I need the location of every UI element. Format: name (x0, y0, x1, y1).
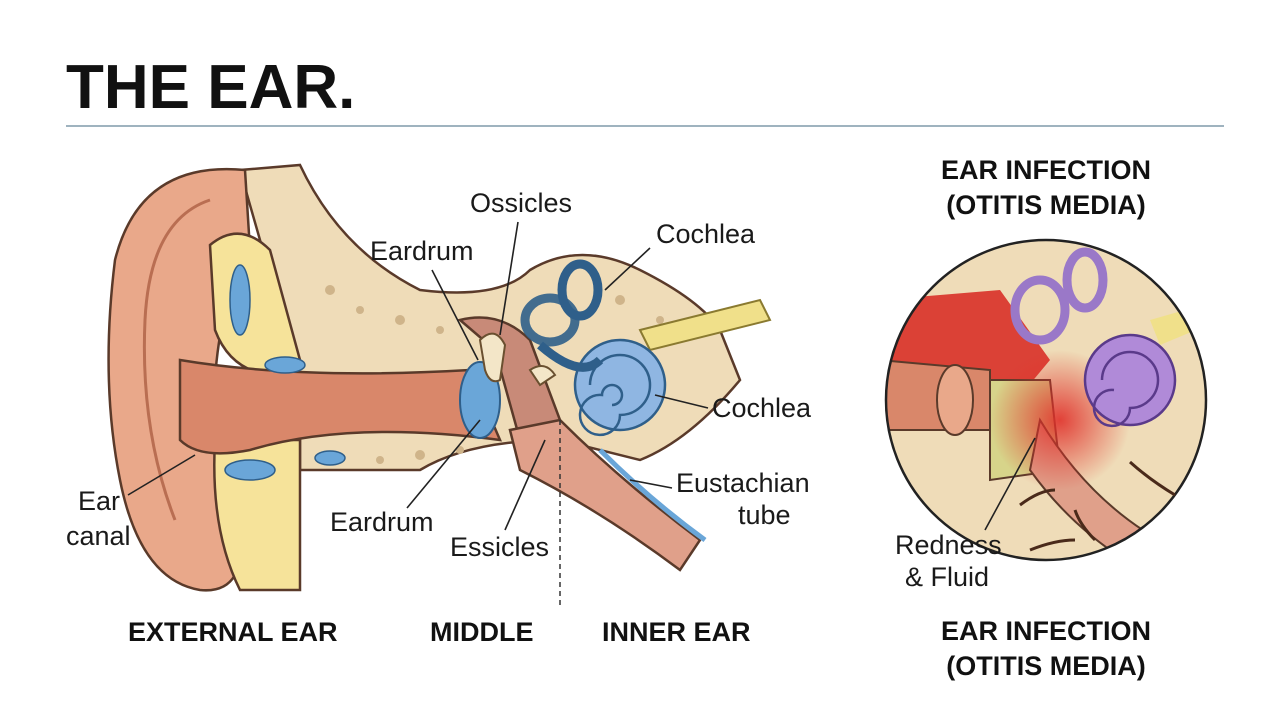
cochlea-illustration (520, 259, 667, 437)
auricle-inner-fold (142, 198, 211, 521)
label-essicles: Essicles (450, 532, 549, 562)
bone-texture (325, 285, 664, 464)
nerve (638, 298, 772, 352)
section-external-ear: EXTERNAL EAR (128, 617, 338, 647)
label-eardrum-top: Eardrum (370, 236, 474, 266)
infection-title-top-line1: EAR INFECTION (941, 155, 1151, 185)
infection-title-top-line2: (OTITIS MEDIA) (946, 190, 1145, 220)
section-middle: MIDDLE (430, 617, 534, 647)
eustachian-tube-lining (598, 448, 707, 543)
leader-lines (127, 221, 709, 531)
eustachian-tube (508, 418, 702, 572)
label-eustachian-2: tube (738, 500, 791, 530)
label-redness-2: & Fluid (905, 562, 989, 592)
label-cochlea-mid: Cochlea (712, 393, 812, 423)
label-eustachian-1: Eustachian (676, 468, 810, 498)
label-eardrum-bottom: Eardrum (330, 507, 434, 537)
label-ear-canal-2: canal (66, 521, 131, 551)
label-cochlea-top: Cochlea (656, 219, 756, 249)
fluid-pockets (224, 264, 346, 481)
ear-anatomy-illustration: Ossicles Eardrum Cochlea Cochlea Eustach… (66, 163, 812, 605)
label-redness-1: Redness (895, 530, 1002, 560)
infection-title-bottom-line2: (OTITIS MEDIA) (946, 651, 1145, 681)
leader-redness (984, 437, 1036, 531)
infection-inset (886, 240, 1206, 560)
infection-title-bottom-line1: EAR INFECTION (941, 616, 1151, 646)
inflammation-arrows (1019, 460, 1176, 552)
label-ossicles: Ossicles (470, 188, 572, 218)
page-title: THE EAR. (66, 53, 355, 122)
infection-inset-border (884, 238, 1208, 562)
section-inner-ear: INNER EAR (602, 617, 751, 647)
eardrum (459, 361, 501, 439)
label-ear-canal-1: Ear (78, 486, 120, 516)
ossicles-bones (478, 332, 557, 387)
